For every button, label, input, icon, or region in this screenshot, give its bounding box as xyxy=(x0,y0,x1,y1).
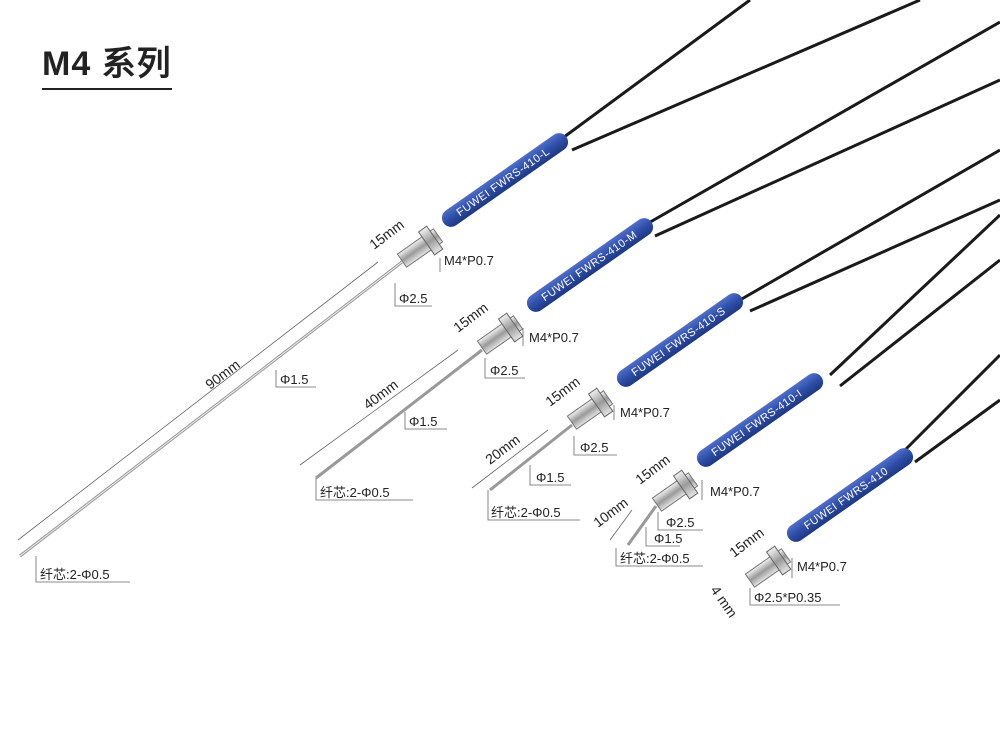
cable-b xyxy=(749,198,1000,313)
len-head: 15mm xyxy=(726,524,767,560)
thread-label: M4*P0.7 xyxy=(710,484,760,499)
sleeve xyxy=(786,448,914,542)
dim-line-20 xyxy=(471,429,549,489)
core-label: 纤芯:2-Φ0.5 xyxy=(320,485,390,500)
sleeve xyxy=(526,218,654,312)
len-tube: 10mm xyxy=(590,494,631,530)
cable-b xyxy=(839,258,1000,388)
tube xyxy=(489,423,573,492)
core-label: 纤芯:2-Φ0.5 xyxy=(491,505,561,520)
dia-thread-label: Φ2.5 xyxy=(490,363,518,378)
tube xyxy=(626,505,658,546)
dia-thread-label: Φ2.5 xyxy=(580,440,608,455)
len-tube: 4 mm xyxy=(708,583,741,621)
model-label: FUWEI FWRS-410-L xyxy=(455,146,553,219)
dim-line-90 xyxy=(17,261,379,541)
title-underline xyxy=(42,88,172,90)
dim-line-10 xyxy=(609,509,633,541)
core-label: 纤芯:2-Φ0.5 xyxy=(40,567,110,582)
dim-line-40 xyxy=(299,349,459,466)
dia-thread-label: Φ2.5 xyxy=(399,291,427,306)
dia-tube-label: Φ1.5 xyxy=(409,414,437,429)
cable-a xyxy=(559,0,751,142)
thread-label: M4*P0.7 xyxy=(797,559,847,574)
tube xyxy=(315,348,483,480)
model-label: FUWEI FWRS-410 xyxy=(802,465,891,532)
page-title: M4 系列 xyxy=(42,45,172,83)
dia-thread-label: Φ2.5*P0.35 xyxy=(754,590,821,605)
sleeve xyxy=(441,133,569,227)
nut xyxy=(497,312,524,343)
cable-b xyxy=(654,78,1000,238)
len-head: 15mm xyxy=(632,451,673,487)
len-tube: 90mm xyxy=(202,356,243,392)
len-head: 15mm xyxy=(366,216,407,252)
sleeve xyxy=(616,293,744,387)
model-label: FUWEI FWRS-410-I xyxy=(710,387,805,459)
dia-tube-label: Φ1.5 xyxy=(536,470,564,485)
len-head: 15mm xyxy=(542,373,583,409)
dia-tube-label: Φ1.5 xyxy=(654,531,682,546)
sensor-l: FUWEI FWRS-410-L 90mm 15mm M4*P0.7 Φ2.5 … xyxy=(17,0,921,583)
thread-label: M4*P0.7 xyxy=(444,253,494,268)
len-tube: 40mm xyxy=(360,376,401,412)
thread-label: M4*P0.7 xyxy=(620,405,670,420)
model-label: FUWEI FWRS-410-S xyxy=(630,305,729,379)
cable-a xyxy=(739,148,1000,302)
cable-a xyxy=(828,213,1000,377)
cable-b xyxy=(914,398,1000,464)
model-label: FUWEI FWRS-410-M xyxy=(540,229,640,304)
nut xyxy=(417,225,444,256)
dia-tube-label: Φ1.5 xyxy=(280,372,308,387)
core-label: 纤芯:2-Φ0.5 xyxy=(620,551,690,566)
nut xyxy=(765,545,792,576)
cable-b xyxy=(571,0,921,152)
nut xyxy=(587,387,614,418)
cable-a xyxy=(903,353,1000,452)
sleeve xyxy=(696,373,824,467)
cable-a xyxy=(644,20,1000,227)
dia-thread-label: Φ2.5 xyxy=(666,515,694,530)
len-tube: 20mm xyxy=(482,431,523,467)
len-head: 15mm xyxy=(450,299,491,335)
thread-label: M4*P0.7 xyxy=(529,330,579,345)
nut xyxy=(672,469,699,500)
